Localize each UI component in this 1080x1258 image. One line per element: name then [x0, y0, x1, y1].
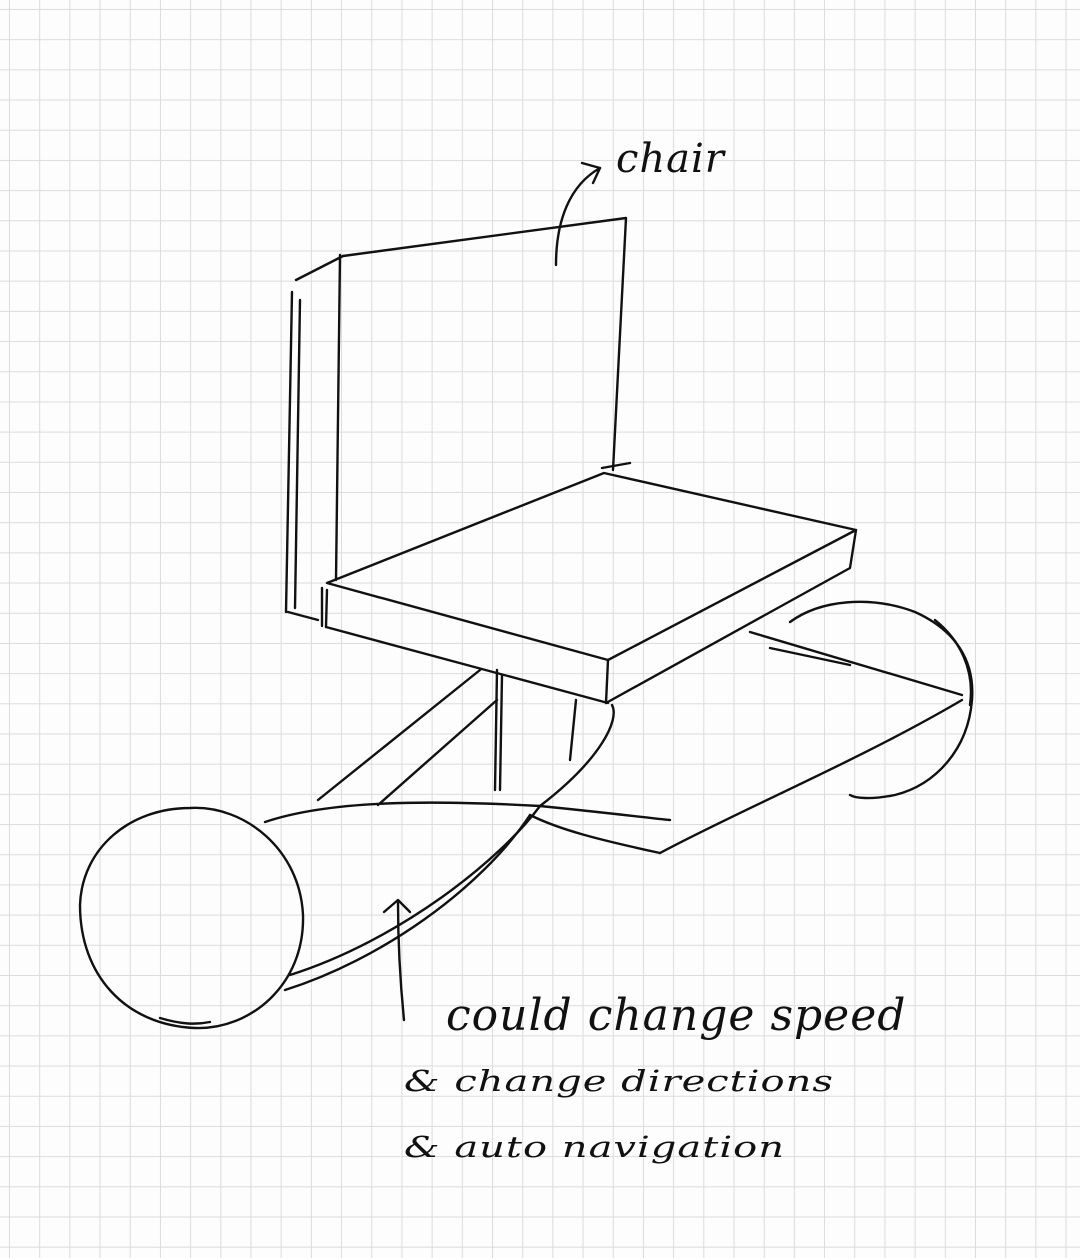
chair-label: chair	[616, 136, 725, 182]
annotation-line-2: & change directions	[404, 1065, 834, 1098]
rear-wheel	[790, 602, 972, 798]
chair-arrow-icon	[556, 163, 600, 265]
chair-backrest	[286, 218, 630, 620]
front-wheel	[80, 808, 303, 1028]
base-arrow-icon	[384, 900, 410, 1020]
chair-base-frame	[265, 632, 962, 990]
annotation-line-1: could change speed	[446, 990, 906, 1041]
annotation-line-3: & auto navigation	[404, 1131, 785, 1164]
chair-seat	[322, 473, 856, 703]
chair-pedestal	[495, 670, 576, 790]
